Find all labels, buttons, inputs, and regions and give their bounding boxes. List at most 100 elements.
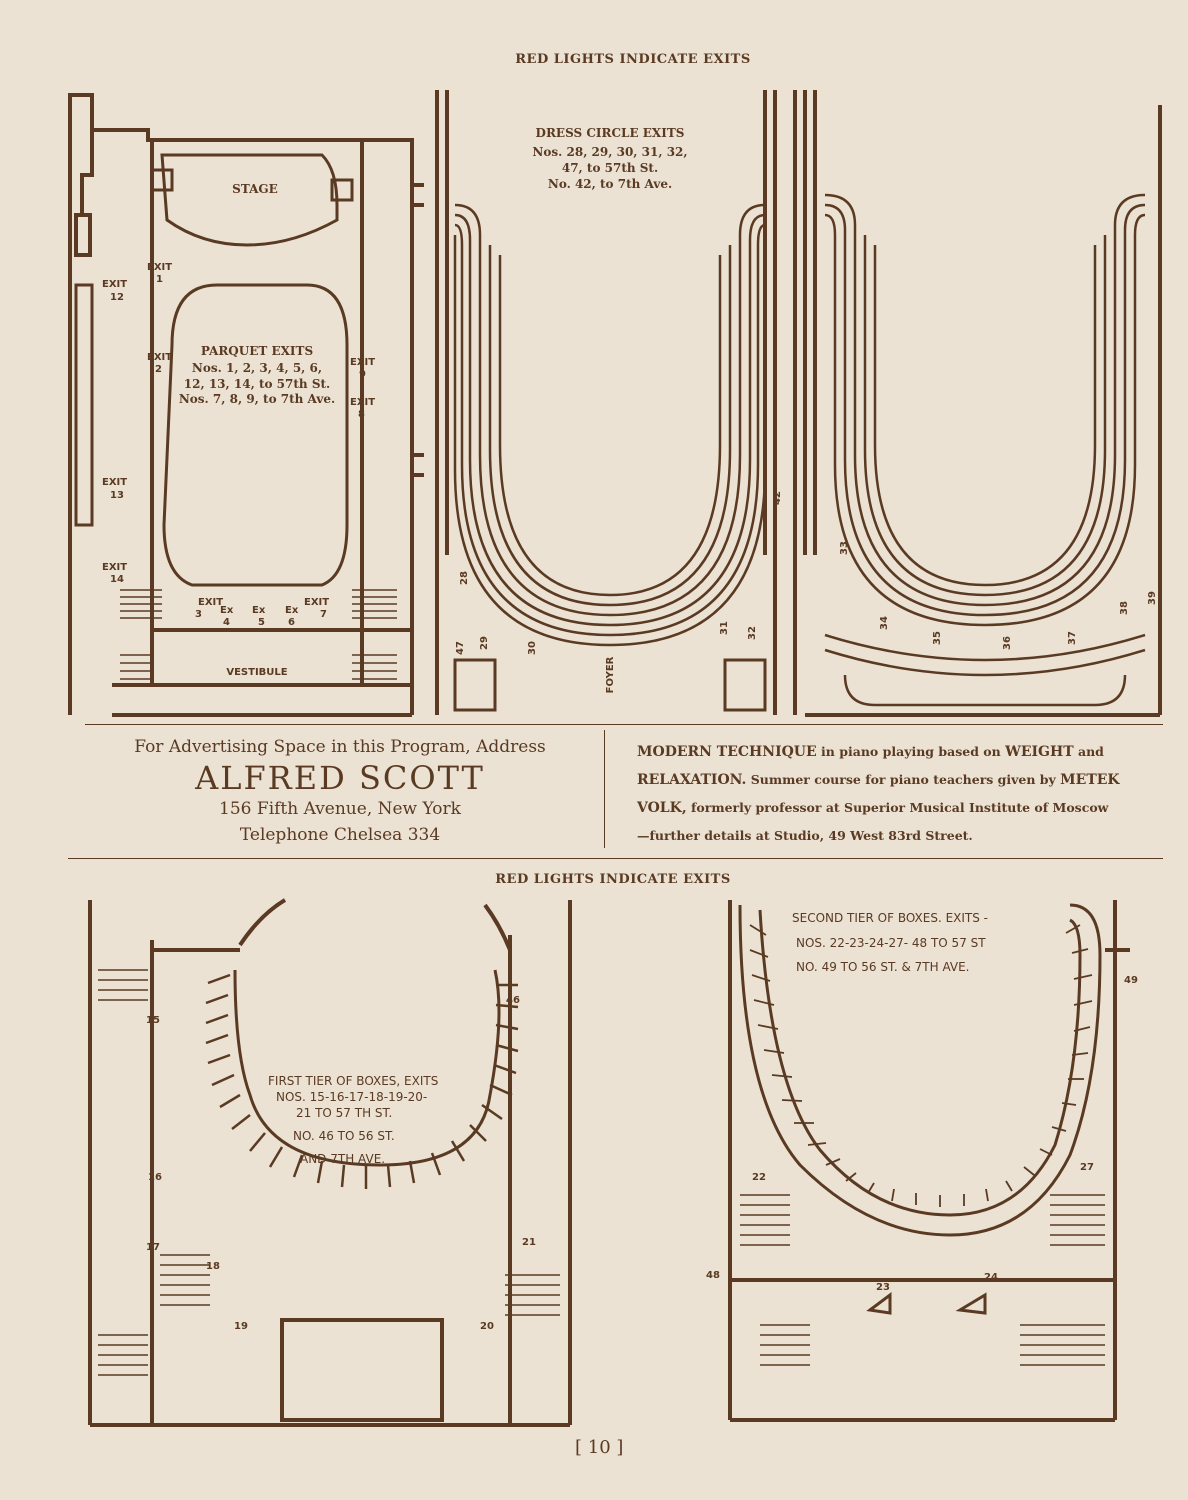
exit-number: 34 (879, 616, 890, 630)
exit-number: 6 (288, 617, 295, 628)
exits-header-top: RED LIGHTS INDICATE EXITS (515, 52, 751, 67)
exit-number: 9 (359, 369, 366, 380)
ad-scott-phone: Telephone Chelsea 334 (239, 825, 441, 845)
stage-label: STAGE (232, 182, 278, 196)
exit-number: 39 (1147, 591, 1158, 605)
balcony-floor-plan: 33 34 35 36 37 38 39 (793, 90, 1162, 717)
exit-number: 7 (320, 609, 327, 620)
exit-number: 31 (719, 621, 730, 635)
ad-volk-l2b: Summer course for piano teachers given b… (746, 772, 1061, 787)
first-tier-line4: NO. 46 TO 56 ST. (293, 1129, 395, 1143)
exit-number: 16 (148, 1172, 162, 1183)
exit-number: 5 (258, 617, 265, 628)
divider-bottom (68, 858, 1163, 859)
divider-top (85, 724, 1163, 725)
exit-number: 14 (110, 574, 124, 585)
dress-circle-title: DRESS CIRCLE EXITS (536, 126, 685, 140)
parquet-title: PARQUET EXITS (201, 344, 313, 358)
exit-label: EXIT (304, 597, 329, 608)
dress-circle-line1: Nos. 28, 29, 30, 31, 32, (532, 145, 687, 159)
exit-number: 1 (156, 274, 163, 285)
exit-number: 37 (1067, 631, 1078, 645)
second-tier-line2: NOS. 22-23-24-27- 48 TO 57 ST (796, 936, 986, 950)
exit-number: 22 (752, 1172, 766, 1183)
exit-number: 21 (522, 1237, 536, 1248)
exit-number: 4 (223, 617, 230, 628)
vestibule-label: VESTIBULE (226, 667, 287, 678)
parquet-line3: Nos. 7, 8, 9, to 7th Ave. (179, 392, 335, 406)
box-partitions (205, 973, 519, 1189)
exit-number: 47 (455, 641, 466, 655)
exit-label: EXIT (102, 562, 127, 573)
exit-number: 17 (146, 1242, 160, 1253)
ad-volk-l3a: VOLK, (637, 800, 687, 816)
exit-number: 46 (506, 995, 520, 1006)
dress-circle-line2: 47, to 57th St. (562, 161, 658, 175)
exit-number: 19 (234, 1321, 248, 1332)
exit-number: 13 (110, 490, 124, 501)
exit-label: EXIT (350, 357, 375, 368)
page-number: [ 10 ] (575, 1437, 624, 1458)
exit-number: 20 (480, 1321, 494, 1332)
exit-number: 24 (984, 1272, 998, 1283)
ad-scott-address: 156 Fifth Avenue, New York (219, 799, 461, 819)
foyer-label: FOYER (605, 656, 616, 693)
exit-number: 15 (146, 1015, 160, 1026)
ad-metek-volk: MODERN TECHNIQUE in piano playing based … (637, 738, 1157, 849)
exit-number: 23 (876, 1282, 890, 1293)
second-tier-line3: NO. 49 TO 56 ST. & 7TH AVE. (796, 960, 970, 974)
ex-label: Ex (220, 605, 234, 616)
first-tier-line1: FIRST TIER OF BOXES, EXITS (268, 1074, 438, 1088)
parquet-line1: Nos. 1, 2, 3, 4, 5, 6, (192, 361, 322, 375)
divider-vertical (604, 730, 605, 848)
exit-number: 48 (706, 1270, 720, 1281)
exit-number: 33 (839, 541, 850, 555)
first-tier-line5: AND 7TH AVE. (300, 1152, 385, 1166)
ex-label: Ex (285, 605, 299, 616)
exit-number: 2 (155, 364, 162, 375)
dress-circle-line3: No. 42, to 7th Ave. (548, 177, 672, 191)
exit-number: 49 (1124, 975, 1138, 986)
exit-label: EXIT (350, 397, 375, 408)
ad-volk-l2a: RELAXATION. (637, 772, 747, 788)
exit-label: EXIT (147, 262, 172, 273)
ad-volk-l1d: and (1073, 744, 1104, 759)
first-tier-floor-plan: FIRST TIER OF BOXES, EXITS NOS. 15-16-17… (88, 898, 572, 1427)
exit-label: EXIT (147, 352, 172, 363)
ex-label: Ex (252, 605, 266, 616)
exit-number: 32 (747, 626, 758, 640)
exit-number: 35 (932, 631, 943, 645)
ad-volk-l3b: formerly professor at Superior Musical I… (686, 800, 1109, 815)
exit-number: 42 (772, 491, 783, 505)
parquet-floor-plan: STAGE PARQUET EXITS Nos. 1, 2, 3, 4, 5, … (68, 93, 424, 717)
exit-number: 36 (1002, 636, 1013, 650)
exits-header-mid: RED LIGHTS INDICATE EXITS (495, 872, 731, 887)
exit-number: 29 (479, 636, 490, 650)
exit-number: 8 (358, 409, 365, 420)
ad-volk-l1b: in piano playing based on (816, 744, 1006, 759)
box-partitions (749, 924, 1093, 1207)
first-tier-line3: 21 TO 57 TH ST. (296, 1106, 392, 1120)
exit-number: 12 (110, 292, 124, 303)
second-tier-line1: SECOND TIER OF BOXES. EXITS - (792, 911, 988, 925)
exit-number: 18 (206, 1261, 220, 1272)
exit-number: 30 (527, 641, 538, 655)
exit-label: EXIT (102, 477, 127, 488)
exit-label: EXIT (198, 597, 223, 608)
exit-number: 3 (195, 609, 202, 620)
ad-volk-l2c: METEK (1060, 772, 1120, 788)
exit-number: 38 (1119, 601, 1130, 615)
ad-scott-line1: For Advertising Space in this Program, A… (134, 737, 546, 757)
exit-number: 27 (1080, 1162, 1094, 1173)
second-tier-floor-plan: SECOND TIER OF BOXES. EXITS - NOS. 22-23… (706, 900, 1138, 1422)
ad-alfred-scott: For Advertising Space in this Program, A… (95, 737, 585, 845)
dress-circle-floor-plan: DRESS CIRCLE EXITS Nos. 28, 29, 30, 31, … (435, 90, 783, 715)
ad-volk-l1a: MODERN TECHNIQUE (637, 744, 817, 760)
exit-label: EXIT (102, 279, 127, 290)
parquet-line2: 12, 13, 14, to 57th St. (184, 377, 330, 391)
ad-volk-l4: —further details at Studio, 49 West 83rd… (637, 828, 973, 843)
exit-number: 28 (459, 571, 470, 585)
ad-volk-l1c: WEIGHT (1005, 744, 1074, 760)
ad-scott-name: ALFRED SCOTT (195, 759, 485, 797)
first-tier-line2: NOS. 15-16-17-18-19-20- (276, 1090, 427, 1104)
